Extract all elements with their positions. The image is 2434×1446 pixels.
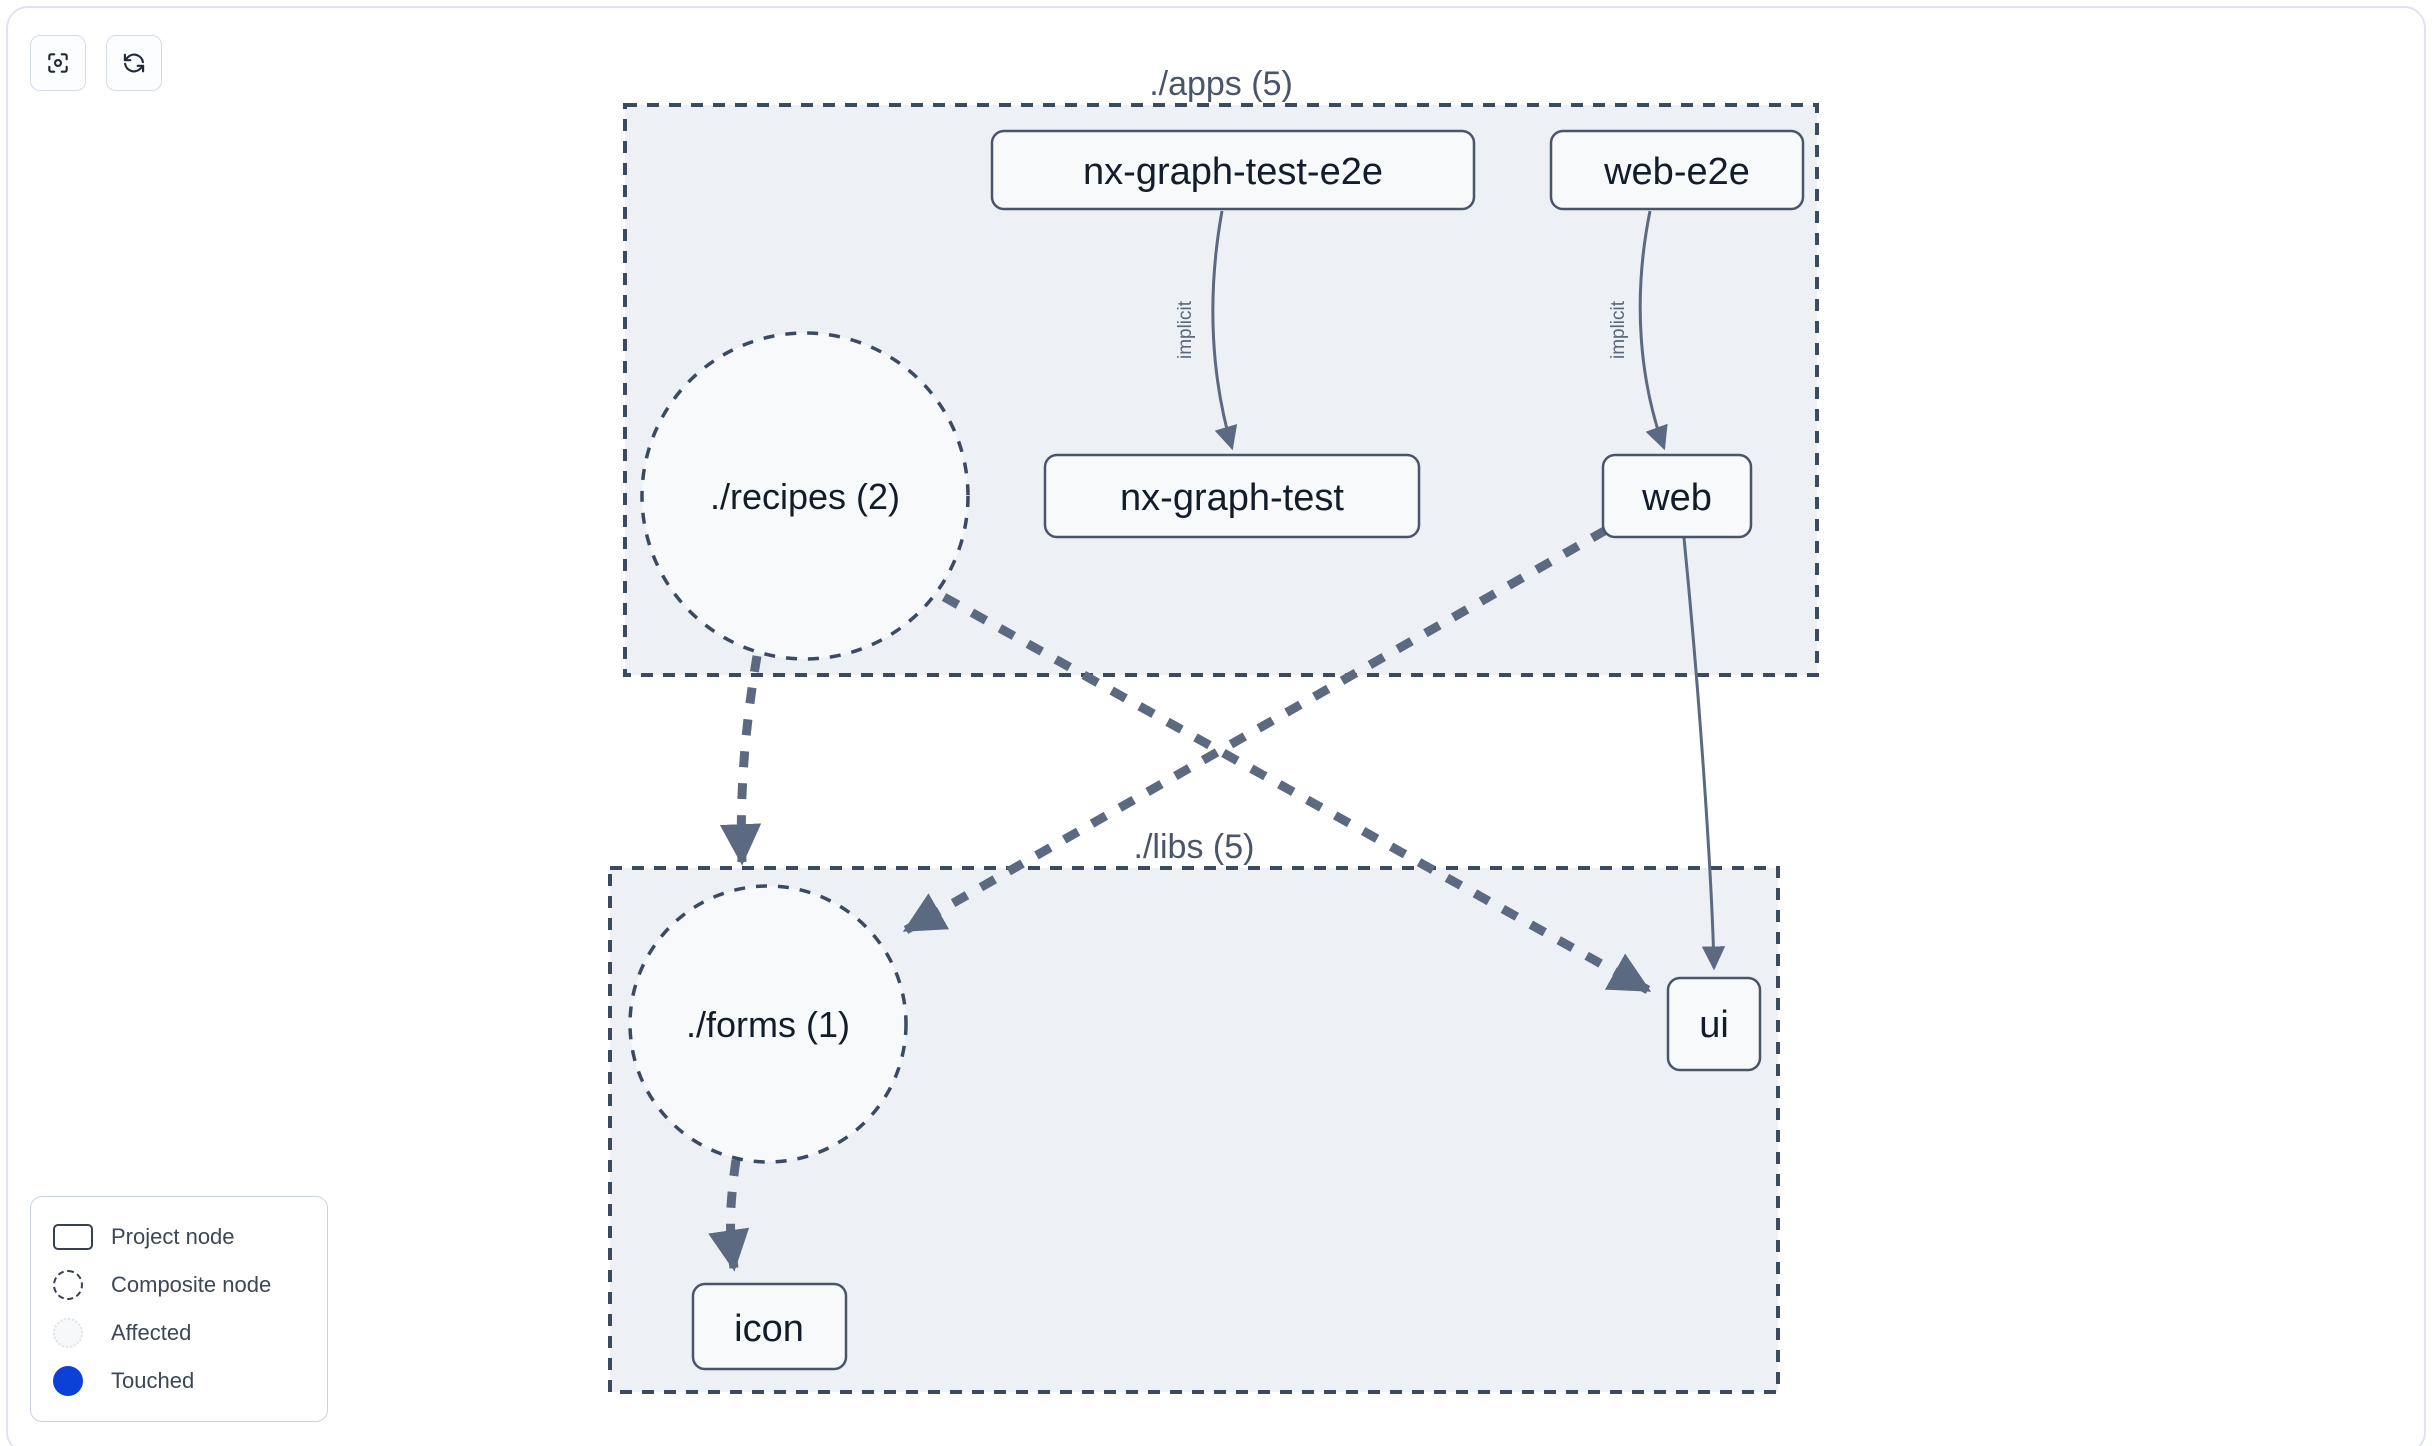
node-recipes-label: ./recipes (2) — [710, 476, 900, 517]
edge-path[interactable] — [902, 526, 1609, 934]
edge-path[interactable] — [1211, 210, 1238, 451]
edge-path[interactable] — [941, 593, 1652, 994]
graph-legend: Project node Composite node Affected Tou… — [30, 1196, 328, 1422]
node-forms[interactable]: ./forms (1) — [628, 884, 908, 1164]
edge-nx-graph-test-e2e-to-nx-graph-test[interactable]: implicit — [1175, 210, 1238, 451]
edge-label-implicit-2: implicit — [1608, 300, 1629, 359]
edge-web-e2e-to-web[interactable]: implicit — [1608, 210, 1668, 451]
edge-recipes-to-ui[interactable] — [941, 593, 1652, 994]
node-web-label: web — [1641, 477, 1712, 519]
legend-item-touched: Touched — [53, 1357, 309, 1405]
edge-forms-to-icon[interactable] — [708, 1159, 750, 1272]
node-nx-graph-test-label: nx-graph-test — [1120, 477, 1344, 519]
node-icon[interactable]: icon — [691, 1282, 848, 1371]
node-web[interactable]: web — [1601, 453, 1753, 539]
affected-node-swatch — [53, 1318, 99, 1348]
legend-label-project-node: Project node — [111, 1224, 235, 1249]
node-web-e2e[interactable]: web-e2e — [1549, 129, 1805, 211]
legend-label-touched: Touched — [111, 1368, 195, 1393]
graph-toolbar — [30, 35, 162, 91]
legend-item-project-node: Project node — [53, 1213, 309, 1261]
node-web-box[interactable] — [1601, 453, 1753, 539]
edge-path[interactable] — [1682, 537, 1726, 971]
group-libs-label: ./libs (5) — [1134, 828, 1255, 866]
node-nx-graph-test-e2e-label: nx-graph-test-e2e — [1083, 151, 1383, 193]
legend-item-affected: Affected — [53, 1309, 309, 1357]
legend-label-composite-node: Composite node — [111, 1272, 272, 1297]
node-forms-label: ./forms (1) — [686, 1004, 850, 1045]
node-forms-circle[interactable] — [628, 884, 908, 1164]
touched-node-swatch — [53, 1366, 99, 1396]
edge-path[interactable] — [1638, 210, 1668, 451]
refresh-graph-button[interactable] — [106, 35, 162, 91]
composite-node-swatch — [53, 1270, 99, 1300]
focus-graph-button[interactable] — [30, 35, 86, 91]
node-nx-graph-test-e2e[interactable]: nx-graph-test-e2e — [990, 129, 1476, 211]
legend-label-affected: Affected — [111, 1320, 192, 1345]
node-recipes-circle[interactable] — [640, 331, 970, 661]
refresh-icon — [121, 50, 147, 76]
node-ui-label: ui — [1699, 1004, 1729, 1046]
node-web-e2e-box[interactable] — [1549, 129, 1805, 211]
edge-web-to-forms[interactable] — [902, 526, 1609, 934]
edge-web-to-ui[interactable] — [1682, 537, 1726, 971]
node-nx-graph-test-box[interactable] — [1043, 453, 1421, 539]
node-icon-box[interactable] — [691, 1282, 848, 1371]
edge-label-implicit-1: implicit — [1175, 300, 1196, 359]
edge-recipes-to-forms[interactable] — [719, 655, 762, 866]
node-icon-label: icon — [734, 1308, 804, 1350]
edge-path[interactable] — [719, 655, 762, 866]
group-apps-label: ./apps (5) — [1149, 65, 1293, 103]
focus-target-icon — [45, 50, 71, 76]
legend-item-composite-node: Composite node — [53, 1261, 309, 1309]
node-recipes[interactable]: ./recipes (2) — [640, 331, 970, 661]
node-nx-graph-test-e2e-box[interactable] — [990, 129, 1476, 211]
node-nx-graph-test[interactable]: nx-graph-test — [1043, 453, 1421, 539]
project-node-swatch — [53, 1224, 99, 1250]
node-web-e2e-label: web-e2e — [1603, 151, 1750, 193]
node-ui-box[interactable] — [1666, 976, 1762, 1072]
node-ui[interactable]: ui — [1666, 976, 1762, 1072]
edge-path[interactable] — [708, 1159, 750, 1272]
